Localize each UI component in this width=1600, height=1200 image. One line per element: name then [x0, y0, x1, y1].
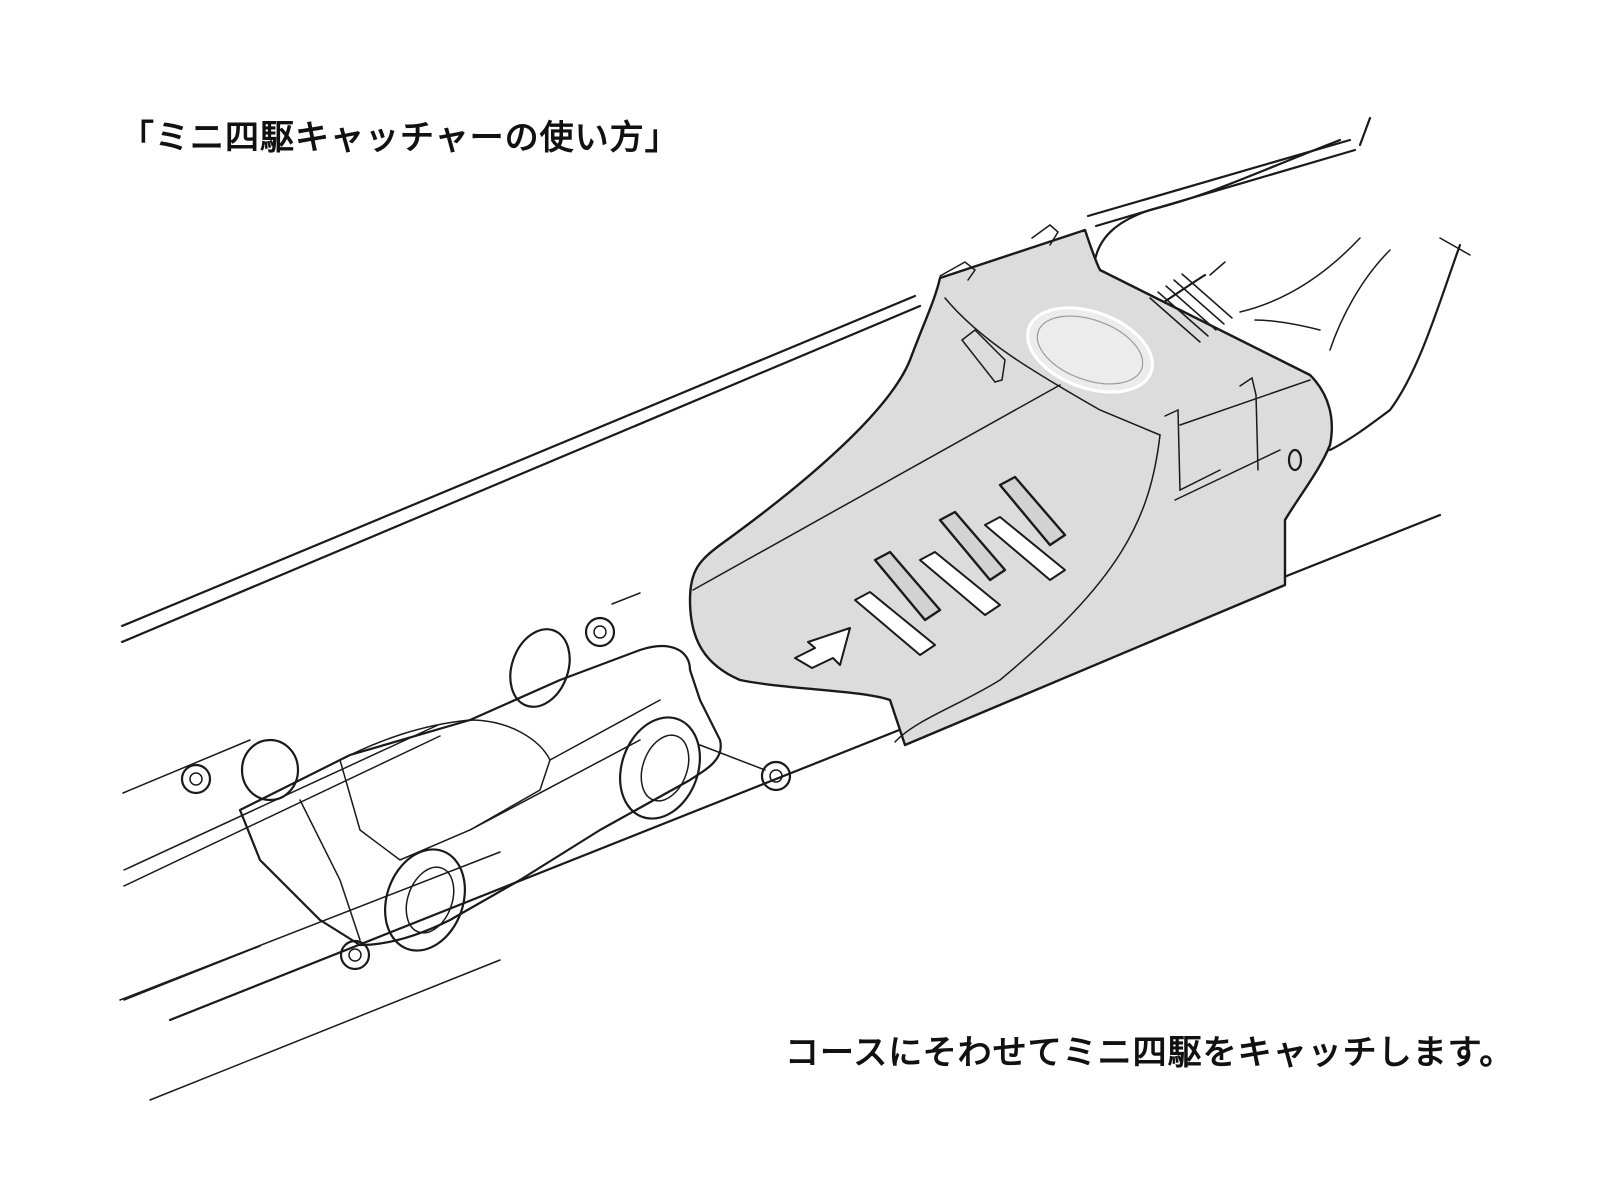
page-title: 「ミニ四駆キャッチャーの使い方」 [120, 118, 680, 158]
caption: コースにそわせてミニ四駆をキャッチします。 [785, 1033, 1515, 1073]
mini-4wd-car [180, 616, 792, 971]
direction-arrow-icon [794, 627, 851, 669]
catcher-slots [854, 475, 1067, 656]
logo-sticker [1026, 306, 1154, 394]
